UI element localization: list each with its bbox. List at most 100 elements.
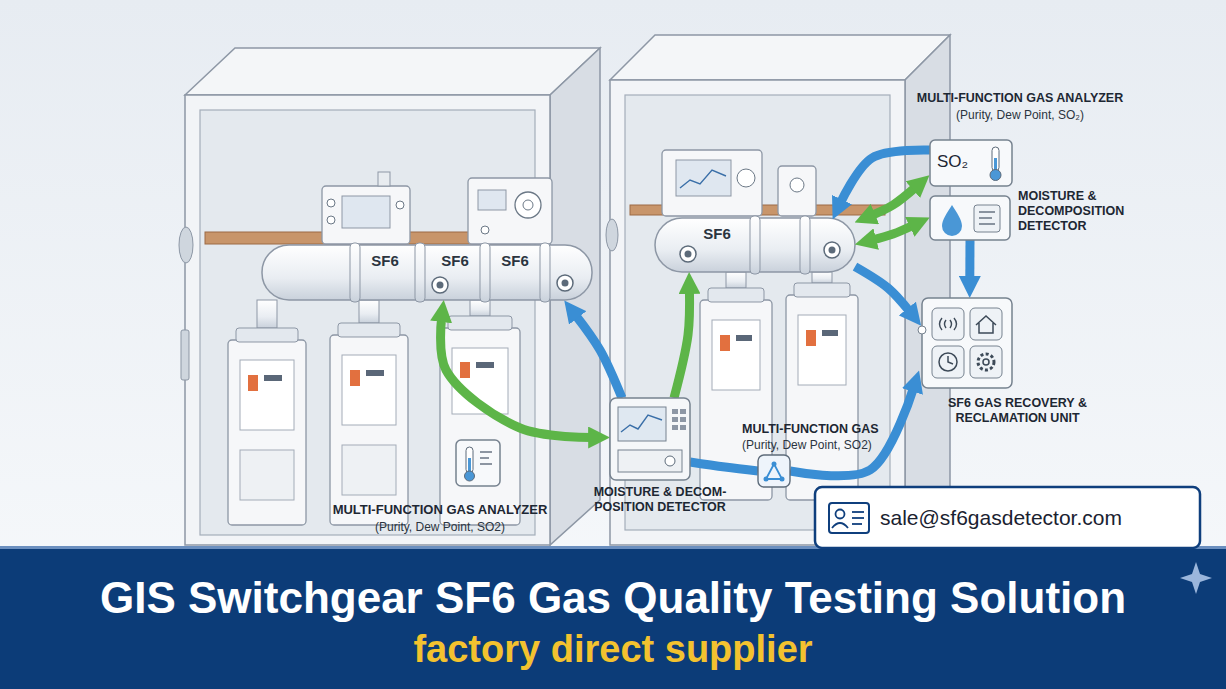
device-label: (Purity, Dew Point, SO2) xyxy=(742,438,872,452)
title-text: GIS Switchgear SF6 Gas Quality Testing S… xyxy=(100,576,1126,620)
flow-arrow xyxy=(871,187,916,216)
instrument-screen xyxy=(676,160,731,196)
indicator xyxy=(720,335,730,351)
caption-text: factory direct supplier xyxy=(413,630,812,668)
pipe-drop xyxy=(257,300,277,328)
gear-icon xyxy=(983,359,989,365)
knob xyxy=(481,226,489,234)
device-panel xyxy=(618,450,682,472)
pipe-drop xyxy=(812,272,832,283)
text-slot: SF6 GAS RECOVERY & RECLAMATION UNIT xyxy=(925,396,1110,426)
id-card-icon xyxy=(852,517,864,519)
gas-analyzer: MULTI-FUNCTION GAS ANALYZER(Purity, Dew … xyxy=(930,140,1012,186)
contact-box: sale@sf6gasdetector.com xyxy=(815,487,1200,548)
flow-arrow xyxy=(575,314,622,398)
gas-port xyxy=(680,246,696,262)
pressure-dial xyxy=(515,192,541,218)
thermometer-icon xyxy=(990,170,1001,181)
text-slot: sale@sf6gasdetector.com xyxy=(880,505,1122,530)
instrument-box xyxy=(468,178,552,244)
side-port xyxy=(918,326,926,334)
instrument-screen xyxy=(342,196,390,228)
gas-pipe: SF6 xyxy=(655,218,855,272)
cabinet-interior xyxy=(200,110,535,535)
indicator xyxy=(248,375,258,391)
device-label: MULTI-FUNCTION GAS ANALYZER xyxy=(333,502,548,518)
keypad-key xyxy=(672,409,678,414)
scale-mark xyxy=(480,463,492,464)
indicator xyxy=(460,362,470,378)
id-card-icon xyxy=(829,503,869,533)
device-label: SO₂ xyxy=(937,152,968,172)
function-tile xyxy=(932,308,964,340)
screen-graph xyxy=(680,170,726,188)
clock-icon xyxy=(948,356,953,364)
instrument-screen xyxy=(478,190,506,210)
molecule-icon xyxy=(780,477,785,482)
knob xyxy=(665,456,675,466)
text-slot: GIS Switchgear SF6 Gas Quality Testing S… xyxy=(0,576,1226,620)
keypad-key xyxy=(680,425,686,430)
connector-group xyxy=(441,150,970,476)
cabinet-frame xyxy=(185,95,550,545)
molecule-icon xyxy=(764,477,769,482)
breaker-unit xyxy=(228,340,306,525)
unit-panel xyxy=(240,360,294,430)
scale-mark xyxy=(480,451,492,452)
function-tile xyxy=(970,308,1002,340)
pipe-flange xyxy=(750,216,760,274)
unit-cap xyxy=(794,283,850,297)
keypad-key xyxy=(680,409,686,414)
text-slot: SF6 xyxy=(490,252,540,270)
unit-cap xyxy=(708,288,764,302)
cable-hole xyxy=(606,219,618,251)
instrument-box xyxy=(322,186,410,244)
thermometer-icon xyxy=(466,447,473,473)
indicator xyxy=(350,370,360,386)
indicator xyxy=(736,335,752,341)
unit-panel xyxy=(798,315,846,385)
pipe-label: SF6 xyxy=(703,225,731,243)
knob xyxy=(327,199,335,207)
gas-port xyxy=(562,280,569,287)
gauge-icon xyxy=(974,205,1000,232)
device-label: MOISTURE & DECOM- POSITION DETECTOR xyxy=(572,485,748,515)
knob xyxy=(396,201,404,209)
indicator xyxy=(264,375,282,381)
contact-frame xyxy=(815,487,1200,548)
text-slot: SO₂ xyxy=(937,152,968,172)
gear-icon xyxy=(978,354,994,370)
indicator xyxy=(366,370,384,376)
gauge-icon xyxy=(979,217,992,218)
indicator xyxy=(806,330,816,346)
pressure-dial xyxy=(523,200,533,210)
pipe-flange xyxy=(540,243,550,302)
flow-arrow xyxy=(855,267,910,312)
device-frame xyxy=(456,440,500,486)
function-tile xyxy=(970,346,1002,378)
cabinet-top xyxy=(185,48,600,95)
pipe-label: SF6 xyxy=(441,252,469,270)
device-frame xyxy=(758,455,790,487)
breaker-unit xyxy=(330,335,408,525)
unit-cap xyxy=(448,316,512,330)
gas-port xyxy=(685,251,692,258)
gas-port xyxy=(557,275,573,291)
pressure-dial xyxy=(737,169,755,187)
flow-arrow xyxy=(690,462,758,471)
sensor-cap xyxy=(378,172,390,186)
pipe-label: SF6 xyxy=(501,252,529,270)
id-card-icon xyxy=(852,511,864,513)
unit-panel xyxy=(712,320,760,390)
keypad-key xyxy=(672,425,678,430)
sparkle xyxy=(1180,562,1212,594)
email-text: sale@sf6gasdetector.com xyxy=(880,505,1122,530)
thermometer-icon xyxy=(992,147,999,171)
gas-analyzer: MULTI-FUNCTION GAS(Purity, Dew Point, SO… xyxy=(758,455,790,487)
text-slot: (Purity, Dew Point, SO2) xyxy=(300,517,580,535)
device-label: SF6 GAS RECOVERY & RECLAMATION UNIT xyxy=(925,396,1110,426)
indicator xyxy=(476,362,494,368)
unit-cap xyxy=(338,323,400,337)
